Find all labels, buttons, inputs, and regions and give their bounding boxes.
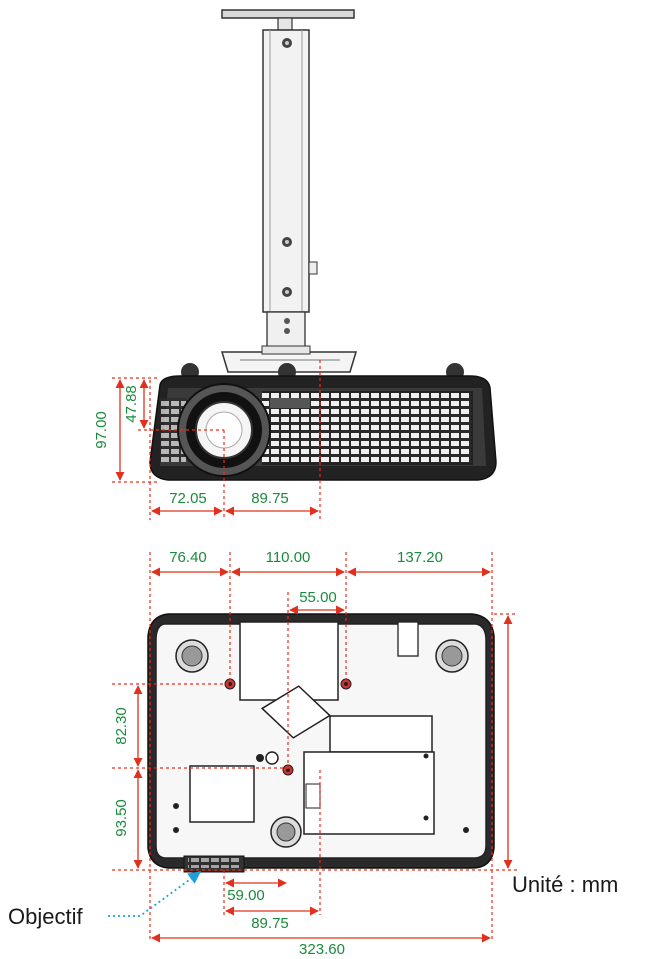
label-plate (239, 621, 339, 701)
filter-panel (189, 765, 255, 823)
dim-segment-middle: 110.00 (266, 549, 311, 566)
dim-total-height: 97.00 (93, 411, 110, 449)
callouts: Objectif Unité : mm (8, 871, 618, 929)
dim-left-to-lens: 72.05 (169, 490, 207, 507)
mount-clip (308, 261, 318, 275)
mount-bracket (220, 351, 358, 373)
projector-front-view (149, 363, 497, 481)
dim-lens-to-mount: 89.75 (251, 490, 289, 507)
dim-mount-offset: 89.75 (251, 915, 289, 932)
mount-pole (262, 29, 310, 313)
dim-lens-height: 47.88 (123, 385, 140, 423)
bottom-dimensions: 76.40 110.00 137.20 55.00 82.30 93.50 59… (112, 549, 520, 958)
mount-bolt (282, 237, 292, 247)
front-dimensions: 97.00 47.88 72.05 89.75 (93, 360, 321, 520)
foot-pad (435, 639, 469, 673)
lens-label: Objectif (8, 904, 83, 929)
ceiling-mount (220, 9, 358, 373)
dim-vertical-lower: 93.50 (113, 799, 130, 837)
lamp-door (303, 751, 435, 835)
foot-pad (270, 816, 302, 848)
projector-bottom-view (147, 613, 495, 873)
mount-screw-hole (224, 678, 236, 690)
mount-bolt (282, 287, 292, 297)
dim-total-width: 323.60 (299, 941, 345, 958)
foot-pad (175, 639, 209, 673)
mount-screw-hole (340, 678, 352, 690)
dim-half-middle: 55.00 (299, 589, 337, 606)
unit-label: Unité : mm (512, 872, 618, 897)
dim-lens-offset: 59.00 (227, 887, 265, 904)
dim-segment-left: 76.40 (169, 549, 207, 566)
lamp-cover (329, 715, 433, 753)
dim-segment-right: 137.20 (397, 549, 443, 566)
mount-bolt (282, 38, 292, 48)
mount-screw-hole (282, 764, 294, 776)
lens-pointer-arrow (108, 871, 202, 917)
mount-neck (277, 17, 293, 31)
ceiling-plate (221, 9, 355, 19)
dim-vertical-upper: 82.30 (113, 707, 130, 745)
